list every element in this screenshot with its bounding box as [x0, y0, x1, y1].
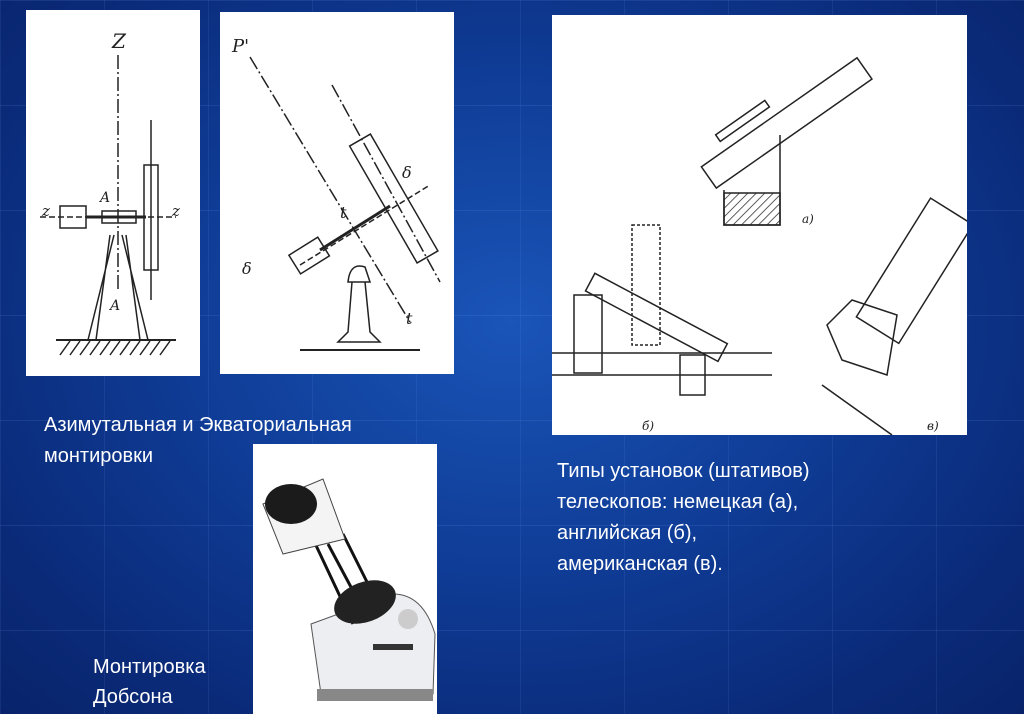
label-pole: P': [231, 36, 249, 57]
caption-mounts: Азимутальная и Экваториальная монтировки: [44, 410, 352, 472]
caption-line: американская (в).: [557, 553, 723, 575]
label-type-a: а): [802, 212, 814, 226]
label-z-left: z: [41, 202, 50, 220]
dobsonian-telescope-photo: [253, 444, 437, 714]
azimuthal-mount-diagram: Z z z A A: [26, 10, 200, 376]
caption-line: Добсона: [93, 686, 173, 708]
mount-types-diagram: а) б) в): [552, 15, 967, 435]
english-mount-sketch: б): [552, 224, 772, 433]
label-t-bottom: t: [406, 309, 413, 328]
label-type-v: в): [927, 419, 939, 433]
caption-dobson: Монтировка Добсона: [93, 652, 206, 712]
caption-line: Монтировка: [93, 656, 206, 678]
caption-line: Типы установок (штативов): [557, 460, 810, 482]
american-mount-sketch: в): [821, 197, 967, 435]
label-zenith: Z: [111, 29, 127, 53]
caption-line: Азимутальная и Экваториальная: [44, 414, 352, 436]
label-a-top: A: [98, 190, 110, 206]
german-mount-sketch: а): [700, 56, 873, 226]
equatorial-mount-diagram: P' δ t δ t: [220, 12, 454, 374]
caption-line: телескопов: немецкая (а),: [557, 491, 799, 513]
caption-line: английская (б),: [557, 522, 698, 544]
label-type-b: б): [642, 419, 654, 433]
label-delta-left: δ: [242, 259, 252, 278]
label-delta-right: δ: [402, 163, 412, 182]
caption-line: монтировки: [44, 445, 154, 467]
caption-mount-types: Типы установок (штативов) телескопов: не…: [557, 456, 810, 580]
label-a-bottom: A: [108, 298, 120, 314]
label-z-right: z: [171, 202, 180, 220]
label-t-top: t: [340, 203, 347, 222]
